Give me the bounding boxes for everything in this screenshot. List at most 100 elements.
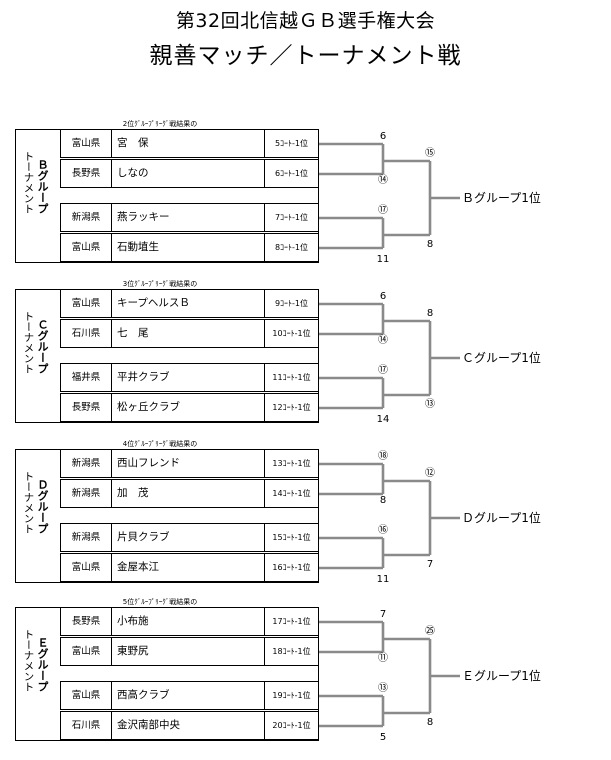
group-side-label-tournament: トーナメント: [22, 629, 35, 692]
team-prefecture: 石川県: [61, 320, 112, 347]
court-number: 11: [377, 254, 390, 265]
team-name: 金屋本江: [117, 561, 159, 573]
team-name: 宮 保: [117, 137, 149, 149]
court-number: 5: [380, 732, 386, 743]
court-number: 7: [427, 559, 433, 570]
court-number: 6: [380, 131, 386, 142]
team-prefecture: 新潟県: [61, 480, 112, 507]
team-name: 松ヶ丘クラブ: [117, 401, 180, 413]
team-name: 小布施: [117, 615, 149, 627]
team-prefecture: 石川県: [61, 712, 112, 739]
court-number: ⑰: [378, 204, 388, 216]
group-side-label-name: Ｂグループ: [36, 159, 49, 214]
group-source-label: 2位ｸﾞﾙｰﾌﾟﾘｰｸﾞ戦結果の: [122, 120, 198, 128]
team-name: 西高クラブ: [117, 689, 170, 701]
team-name: 石動埴生: [117, 241, 159, 253]
court-number: ⑭: [378, 334, 388, 346]
team-court-rank: 10ｺｰﾄ-1位: [264, 320, 318, 347]
team-court-rank: 9ｺｰﾄ-1位: [264, 290, 318, 317]
team-row: 石川県七 尾 10ｺｰﾄ-1位: [60, 319, 319, 348]
team-row: 福井県平井クラブ 11ｺｰﾄ-1位: [60, 363, 319, 392]
group-side-label-name: Ｄグループ: [36, 479, 49, 534]
team-court-rank: 20ｺｰﾄ-1位: [264, 712, 318, 739]
team-name: 燕ラッキー: [117, 211, 170, 223]
team-name: 平井クラブ: [117, 371, 170, 383]
team-prefecture: 富山県: [61, 234, 112, 261]
team-prefecture: 富山県: [61, 130, 112, 157]
page-subtitle: 親善マッチ／トーナメント戦: [149, 43, 462, 69]
group-source-label: 4位ｸﾞﾙｰﾌﾟﾘｰｸﾞ戦結果の: [122, 440, 198, 448]
team-court-rank: 7ｺｰﾄ-1位: [264, 204, 318, 231]
team-court-rank: 16ｺｰﾄ-1位: [264, 554, 318, 581]
page-title: 第32回北信越ＧＢ選手権大会: [175, 10, 436, 32]
court-number: ⑰: [378, 364, 388, 376]
team-prefecture: 富山県: [61, 682, 112, 709]
team-name: 東野尻: [117, 645, 149, 657]
team-row: 長野県小布施 17ｺｰﾄ-1位: [60, 607, 319, 636]
team-court-rank: 6ｺｰﾄ-1位: [264, 160, 318, 187]
team-court-rank: 8ｺｰﾄ-1位: [264, 234, 318, 261]
court-number: ⑬: [378, 682, 388, 694]
court-number: ⑯: [378, 524, 388, 536]
team-court-rank: 12ｺｰﾄ-1位: [264, 394, 318, 421]
group-side-label-tournament: トーナメント: [22, 471, 35, 534]
team-row: 石川県金沢南部中央 20ｺｰﾄ-1位: [60, 711, 319, 740]
team-prefecture: 富山県: [61, 290, 112, 317]
team-court-rank: 17ｺｰﾄ-1位: [264, 608, 318, 635]
team-row: 富山県石動埴生 8ｺｰﾄ-1位: [60, 233, 319, 262]
team-prefecture: 福井県: [61, 364, 112, 391]
team-prefecture: 長野県: [61, 394, 112, 421]
court-number: 8: [427, 239, 433, 250]
team-court-rank: 11ｺｰﾄ-1位: [264, 364, 318, 391]
team-court-rank: 19ｺｰﾄ-1位: [264, 682, 318, 709]
team-name: 加 茂: [117, 487, 149, 499]
court-number: 8: [427, 717, 433, 728]
court-number: 11: [377, 574, 390, 585]
group-side-label-tournament: トーナメント: [22, 311, 35, 374]
team-court-rank: 14ｺｰﾄ-1位: [264, 480, 318, 507]
group-winner-label: Ｄグループ1位: [462, 511, 541, 525]
group-source-label: 5位ｸﾞﾙｰﾌﾟﾘｰｸﾞ戦結果の: [122, 598, 198, 606]
team-name: 西山フレンド: [117, 457, 180, 469]
team-row: 富山県宮 保 5ｺｰﾄ-1位: [60, 129, 319, 158]
group-winner-label: Ｃグループ1位: [462, 351, 541, 365]
team-row: 長野県松ヶ丘クラブ 12ｺｰﾄ-1位: [60, 393, 319, 422]
team-name: しなの: [117, 167, 149, 179]
team-row: 富山県金屋本江 16ｺｰﾄ-1位: [60, 553, 319, 582]
court-number: ⑱: [378, 450, 388, 462]
team-row: 富山県西高クラブ 19ｺｰﾄ-1位: [60, 681, 319, 710]
group-side-label-tournament: トーナメント: [22, 151, 35, 214]
team-row: 新潟県加 茂 14ｺｰﾄ-1位: [60, 479, 319, 508]
team-row: 富山県キープヘルスＢ 9ｺｰﾄ-1位: [60, 289, 319, 318]
group-source-label: 3位ｸﾞﾙｰﾌﾟﾘｰｸﾞ戦結果の: [122, 280, 198, 288]
group-side-label-name: Ｃグループ: [36, 319, 49, 374]
team-court-rank: 18ｺｰﾄ-1位: [264, 638, 318, 665]
court-number: ⑮: [425, 147, 435, 159]
court-number: 7: [380, 609, 386, 620]
team-name: キープヘルスＢ: [117, 297, 190, 309]
team-court-rank: 5ｺｰﾄ-1位: [264, 130, 318, 157]
court-number: ⑪: [378, 652, 388, 664]
team-prefecture: 長野県: [61, 160, 112, 187]
team-row: 新潟県燕ラッキー 7ｺｰﾄ-1位: [60, 203, 319, 232]
team-prefecture: 長野県: [61, 608, 112, 635]
court-number: ⑬: [425, 398, 435, 410]
group-winner-label: Ｂグループ1位: [462, 191, 541, 205]
team-prefecture: 新潟県: [61, 204, 112, 231]
court-number: 8: [427, 308, 433, 319]
team-name: 片貝クラブ: [117, 531, 170, 543]
team-row: 長野県しなの 6ｺｰﾄ-1位: [60, 159, 319, 188]
team-name: 金沢南部中央: [117, 719, 180, 731]
court-number: ⑫: [425, 467, 435, 479]
team-name: 七 尾: [117, 327, 149, 339]
team-court-rank: 13ｺｰﾄ-1位: [264, 450, 318, 477]
team-court-rank: 15ｺｰﾄ-1位: [264, 524, 318, 551]
court-number: 14: [377, 414, 390, 425]
court-number: ⑭: [378, 174, 388, 186]
court-number: 6: [380, 291, 386, 302]
group-side-label-name: Ｅグループ: [36, 637, 49, 692]
team-prefecture: 富山県: [61, 554, 112, 581]
